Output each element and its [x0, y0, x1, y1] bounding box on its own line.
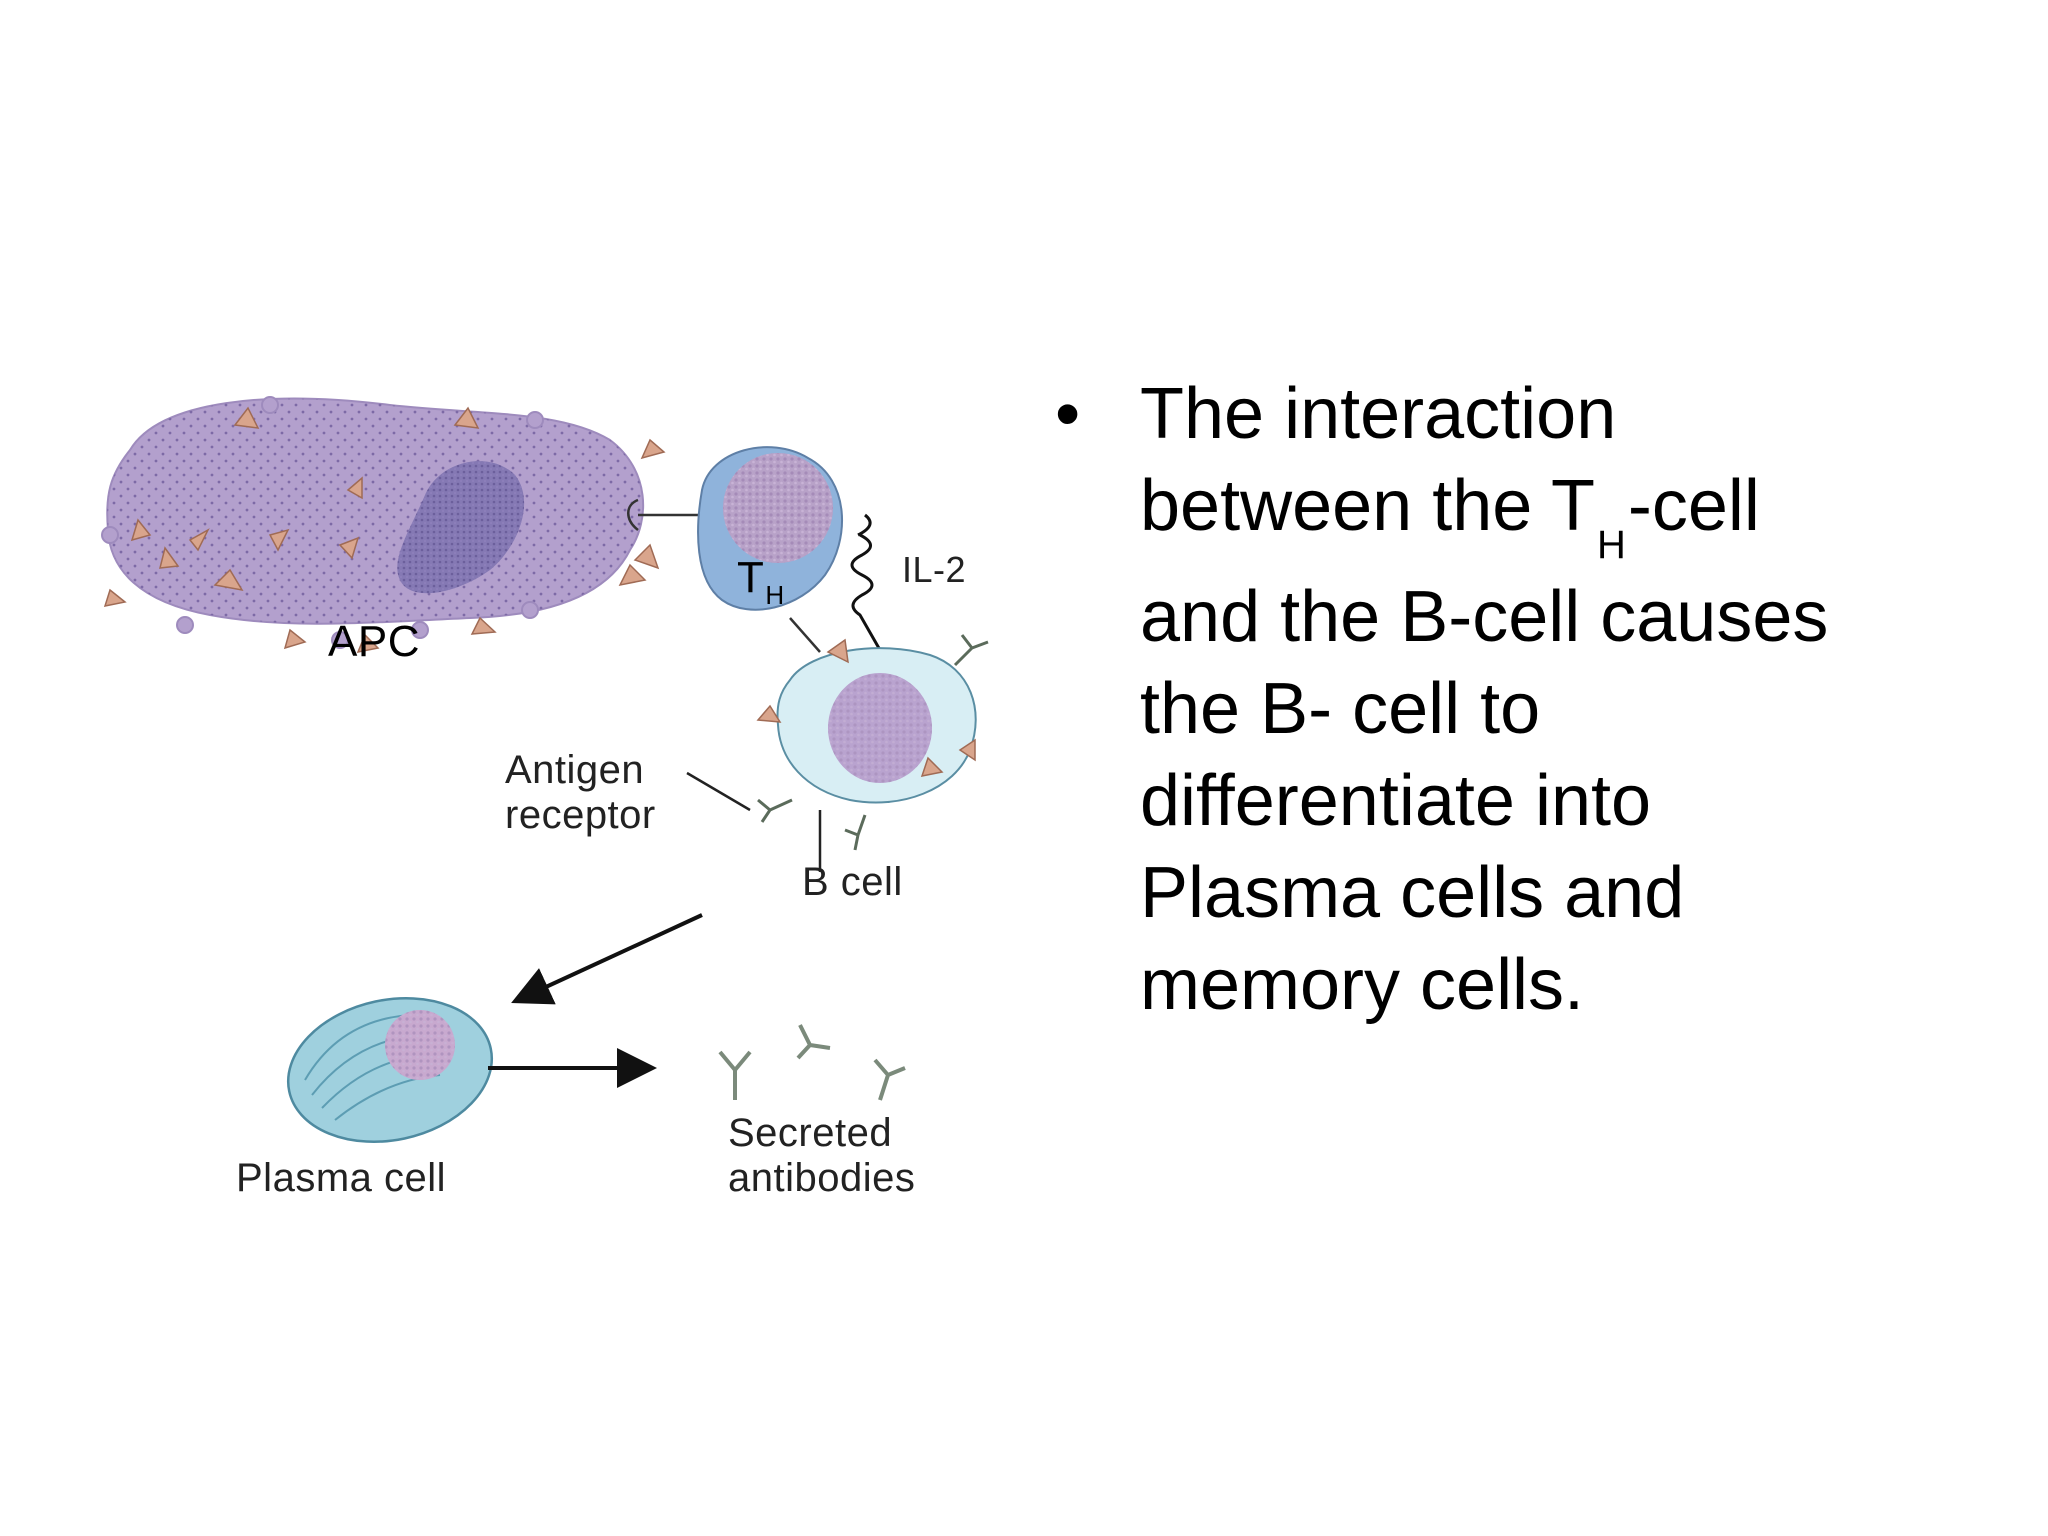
plasma-cell [286, 997, 494, 1143]
bullet-line-1: The interaction [1140, 374, 1617, 454]
secreted-antibodies [718, 1024, 906, 1101]
th-bcell-link [789, 617, 821, 653]
differentiation-arrow [511, 913, 703, 1005]
bullet-line-2-pre: between the T [1140, 466, 1595, 546]
il2-label: IL-2 [902, 549, 967, 590]
il2-arrow [850, 513, 890, 670]
b-cell-activation-diagram: APC TH IL-2 Antigen receptor B cell Plas… [90, 380, 1040, 1250]
bullet-line-7: memory cells. [1140, 945, 1585, 1025]
antigen-fragments [103, 406, 666, 654]
bullet-line-2-post: -cell [1627, 466, 1760, 546]
b-cell-label: B cell [802, 860, 903, 904]
bullet-line-6: Plasma cells and [1140, 853, 1685, 933]
diagram-graphics [101, 396, 989, 1143]
apc-th-synapse [627, 498, 700, 531]
th-label-subscript: H [765, 580, 785, 610]
th-cell [633, 446, 843, 611]
apc-label: APC [328, 617, 420, 666]
bullet-line-4: the B- cell to [1140, 669, 1541, 749]
bullet-line-2-subscript: H [1597, 523, 1626, 567]
bullet-line-5: differentiate into [1140, 761, 1652, 841]
bullet-marker: • [1055, 374, 1081, 454]
apc-cell [101, 396, 666, 654]
secreted-antibodies-label-line1: Secreted [728, 1111, 893, 1155]
bullet-line-2: between the TH-cell [1140, 460, 2010, 567]
antigen-receptor-pointer [686, 771, 751, 812]
th-label-main: T [737, 553, 765, 602]
antigen-receptor-label-line1: Antigen [505, 748, 645, 792]
antigen-receptor-label-line2: receptor [505, 793, 656, 837]
th-label: TH [737, 553, 784, 609]
bullet-text: The interaction between the TH-cell and … [1140, 368, 2010, 1031]
bullet-line-3: and the B-cell causes [1140, 577, 1829, 657]
plasma-cell-label: Plasma cell [236, 1156, 447, 1200]
secreted-antibodies-label-line2: antibodies [728, 1156, 916, 1200]
b-cell [756, 634, 989, 851]
